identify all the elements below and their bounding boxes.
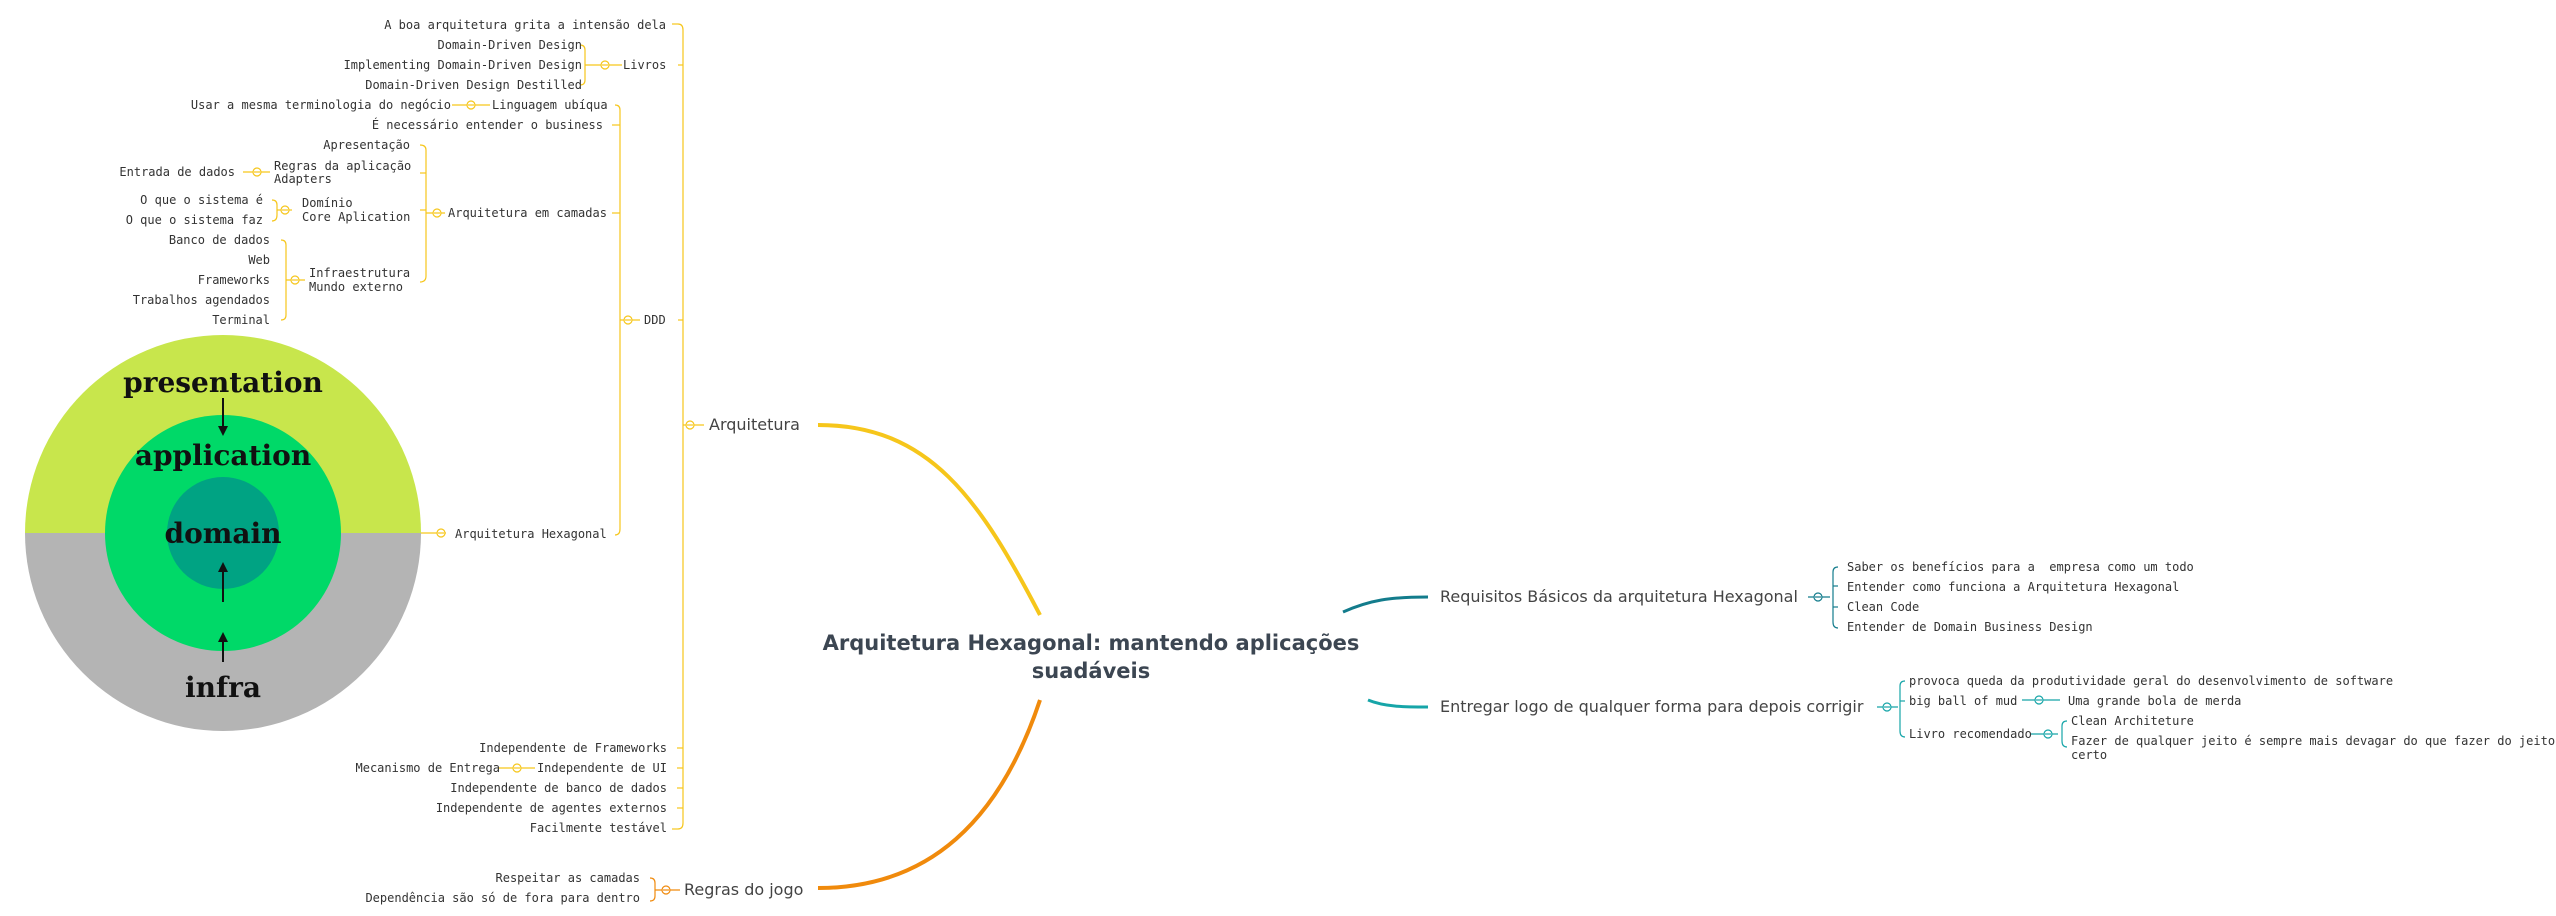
ring-label-domain: domain	[164, 517, 281, 550]
camada-regras[interactable]: Regras da aplicação	[274, 159, 411, 173]
topic-requisitos[interactable]: Requisitos Básicos da arquitetura Hexago…	[1440, 587, 1798, 606]
regra-item[interactable]: Dependência são só de fora para dentro	[365, 891, 640, 905]
item-independente-frameworks[interactable]: Independente de Frameworks	[479, 741, 667, 755]
topic-entregar[interactable]: Entregar logo de qualquer forma para dep…	[1440, 697, 1864, 716]
branch-entregar	[1877, 680, 2068, 748]
branch-arquitetura	[243, 23, 704, 830]
livro-recomendado-item-line2: certo	[2071, 748, 2107, 762]
topic-ddd[interactable]: DDD	[644, 313, 666, 327]
camada-dominio[interactable]: Domínio	[302, 196, 353, 210]
topic-regras-do-jogo[interactable]: Regras do jogo	[684, 880, 803, 899]
item-independente-ui[interactable]: Independente de UI	[537, 761, 667, 775]
inner-circle	[167, 477, 279, 589]
item-facilmente-testavel[interactable]: Facilmente testável	[530, 821, 667, 835]
ui-child[interactable]: Mecanismo de Entrega	[356, 761, 501, 775]
item-independente-agentes[interactable]: Independente de agentes externos	[436, 801, 667, 815]
central-topic-line2: suadáveis	[1032, 659, 1150, 683]
topic-livros[interactable]: Livros	[623, 58, 666, 72]
arrow-down-icon	[218, 398, 228, 436]
branch-regras	[649, 877, 680, 902]
livro-recomendado-item[interactable]: Fazer de qualquer jeito é sempre mais de…	[2071, 734, 2555, 748]
ring-label-application: application	[135, 439, 311, 472]
infra-child[interactable]: Banco de dados	[169, 233, 270, 247]
entregar-big-ball[interactable]: big ball of mud	[1909, 694, 2017, 708]
arrow-up-icon	[218, 632, 228, 662]
camada-dominio-line2: Core Aplication	[302, 210, 410, 224]
business-item[interactable]: É necessário entender o business	[372, 117, 603, 132]
regras-child[interactable]: Entrada de dados	[119, 165, 235, 179]
livro-item[interactable]: Domain-Driven Design	[438, 38, 583, 52]
dominio-child[interactable]: O que o sistema é	[140, 193, 263, 207]
livro-item[interactable]: Implementing Domain-Driven Design	[344, 58, 582, 72]
camada-regras-line2: Adapters	[274, 172, 332, 186]
topic-linguagem-ubiqua[interactable]: Linguagem ubíqua	[492, 98, 608, 112]
livro-item[interactable]: Domain-Driven Design Destilled	[365, 78, 582, 92]
branch-requisitos	[1808, 566, 1839, 629]
infra-child[interactable]: Trabalhos agendados	[133, 293, 270, 307]
regra-item[interactable]: Respeitar as camadas	[496, 871, 641, 885]
item-independente-banco[interactable]: Independente de banco de dados	[450, 781, 667, 795]
topic-arquitetura-camadas[interactable]: Arquitetura em camadas	[448, 206, 607, 220]
infra-child[interactable]: Frameworks	[198, 273, 270, 287]
linguagem-child[interactable]: Usar a mesma terminologia do negócio	[191, 98, 451, 112]
branch-arquitetura-nodes	[252, 60, 695, 773]
central-topic[interactable]: Arquitetura Hexagonal: mantendo aplicaçõ…	[823, 631, 1360, 683]
topic-arquitetura-hexagonal[interactable]: Arquitetura Hexagonal	[455, 527, 607, 541]
requisito-item[interactable]: Clean Code	[1847, 600, 1919, 614]
central-topic-line1: Arquitetura Hexagonal: mantendo aplicaçõ…	[823, 631, 1360, 655]
entregar-queda[interactable]: provoca queda da produtividade geral do …	[1909, 674, 2393, 688]
requisito-item[interactable]: Entender como funciona a Arquitetura Hex…	[1847, 580, 2179, 594]
entregar-livro-recomendado[interactable]: Livro recomendado	[1909, 727, 2032, 741]
ring-label-presentation: presentation	[123, 366, 323, 399]
arrow-up-icon	[218, 562, 228, 602]
infra-child[interactable]: Web	[248, 253, 270, 267]
livro-item[interactable]: A boa arquitetura grita a intensão dela	[384, 18, 666, 32]
camada-apresentacao[interactable]: Apresentação	[323, 138, 410, 152]
dominio-child[interactable]: O que o sistema faz	[126, 213, 263, 227]
ring-label-infra: infra	[185, 671, 261, 704]
camada-infraestrutura-line2: Mundo externo	[309, 280, 403, 294]
topic-arquitetura[interactable]: Arquitetura	[709, 415, 800, 434]
camada-infraestrutura[interactable]: Infraestrutura	[309, 266, 410, 280]
livro-recomendado-item[interactable]: Clean Architeture	[2071, 714, 2194, 728]
main-branches	[817, 423, 1429, 890]
hexagonal-rings-diagram: presentation application domain infra	[25, 335, 421, 731]
big-ball-child[interactable]: Uma grande bola de merda	[2068, 694, 2241, 708]
infra-child[interactable]: Terminal	[212, 313, 270, 327]
requisito-item[interactable]: Entender de Domain Business Design	[1847, 620, 2093, 634]
requisito-item[interactable]: Saber os benefícios para a empresa como …	[1847, 560, 2194, 574]
